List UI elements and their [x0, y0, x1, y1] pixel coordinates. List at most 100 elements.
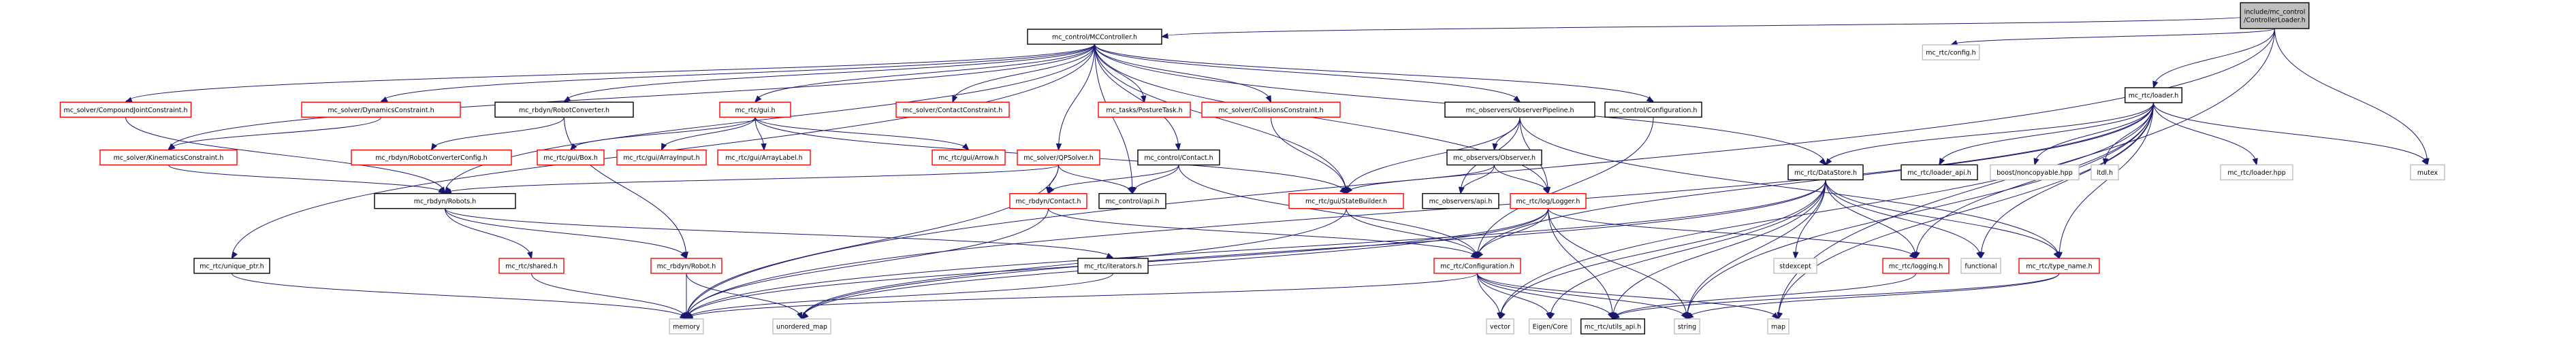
node-label: mc_tasks/PostureTask.h	[1106, 107, 1182, 114]
node-logger[interactable]: mc_rtc/log/Logger.h	[1510, 192, 1587, 209]
node-label: mc_rtc/logging.h	[1889, 262, 1943, 270]
node-label: mc_control/api.h	[1106, 198, 1160, 205]
node-eigencore: Eigen/Core	[1528, 318, 1572, 335]
node-root[interactable]: include/mc_control/ControllerLoader.h	[2240, 2, 2310, 29]
node-collisions[interactable]: mc_solver/CollisionsConstraint.h	[1201, 101, 1341, 118]
edge-line	[1094, 44, 1654, 103]
node-mccontroller[interactable]: mc_control/MCController.h	[1027, 29, 1162, 45]
node-shared[interactable]: mc_rtc/shared.h	[498, 258, 565, 274]
edges-layer	[125, 15, 2430, 320]
arrowhead-icon	[570, 143, 577, 151]
node-box	[616, 149, 707, 166]
edge-datastore-to-logging	[1825, 180, 1918, 260]
edge-mccontroller-to-contactconstraint	[952, 44, 1095, 103]
node-uniqueptr[interactable]: mc_rtc/unique_ptr.h	[193, 258, 270, 274]
arrowhead-icon	[680, 251, 687, 260]
node-iterators[interactable]: mc_rtc/iterators.h	[1077, 258, 1149, 274]
edge-line	[1477, 273, 1501, 320]
node-label: memory	[673, 324, 700, 331]
node-loader_api[interactable]: mc_rtc/loader_api.h	[1901, 164, 1978, 181]
node-box	[1446, 149, 1542, 166]
node-statebuilder[interactable]: mc_rtc/gui/StateBuilder.h	[1288, 192, 1404, 209]
node-arraylabel[interactable]: mc_rtc/gui/ArrayLabel.h	[717, 149, 811, 166]
arrowhead-icon	[2152, 80, 2159, 89]
node-compound[interactable]: mc_solver/CompoundJointConstraint.h	[59, 101, 192, 118]
node-logging[interactable]: mc_rtc/logging.h	[1882, 258, 1950, 274]
edge-line	[1346, 165, 1495, 194]
edge-line	[1548, 208, 1613, 320]
edge-line	[381, 44, 1095, 103]
node-box	[1017, 149, 1100, 166]
node-label: mc_rtc/gui/ArrayInput.h	[623, 154, 699, 162]
edge-line	[1550, 180, 1826, 320]
node-label: mc_rtc/DataStore.h	[1794, 169, 1857, 177]
edge-logger-to-string	[1548, 208, 1689, 320]
edge-line	[1499, 102, 2154, 320]
edge-line	[2153, 102, 2257, 165]
edge-root-to-mutex	[2274, 28, 2430, 166]
edge-line	[1161, 15, 2253, 37]
node-utilsapi[interactable]: mc_rtc/utils_api.h	[1580, 318, 1645, 335]
node-obspipeline[interactable]: mc_observers/ObserverPipeline.h	[1444, 101, 1595, 118]
edge-line	[1477, 273, 1613, 320]
node-contactconstraint[interactable]: mc_solver/ContactConstraint.h	[895, 101, 1010, 118]
node-label: mc_rbdyn/Robots.h	[414, 198, 477, 205]
node-posturetask[interactable]: mc_tasks/PostureTask.h	[1098, 101, 1191, 118]
edge-robotconverter-to-rcconfig	[430, 117, 565, 151]
edge-mccontroller-to-gui	[754, 44, 1095, 103]
arrowhead-icon	[1976, 251, 1982, 260]
edge-line	[2153, 28, 2275, 88]
edge-mccontroller-to-collisions	[1094, 44, 1272, 103]
arrowhead-icon	[1106, 252, 1114, 259]
node-robots[interactable]: mc_rbdyn/Robots.h	[374, 192, 516, 209]
node-arrow[interactable]: mc_rtc/gui/Arrow.h	[932, 149, 1006, 166]
node-box	[1767, 318, 1790, 335]
edge-loader_h-to-map	[1777, 102, 2154, 320]
node-rcconfig[interactable]: mc_rbdyn/RobotConverterConfig.h	[351, 149, 512, 166]
node-box	[1960, 258, 2001, 274]
node-rbcontact[interactable]: mc_rbdyn/Contact.h	[1009, 192, 1087, 209]
node-rtcconfiguration[interactable]: mc_rtc/Configuration.h	[1433, 258, 1521, 274]
node-arrayinput[interactable]: mc_rtc/gui/ArrayInput.h	[616, 149, 707, 166]
node-kinematics[interactable]: mc_solver/KinematicsConstraint.h	[99, 149, 238, 166]
node-label: mc_rtc/Configuration.h	[1440, 262, 1514, 270]
edge-line	[564, 44, 1095, 103]
edge-line	[1048, 165, 1179, 194]
node-ctlapi[interactable]: mc_control/api.h	[1098, 192, 1166, 209]
node-typename[interactable]: mc_rtc/type_name.h	[2018, 258, 2100, 274]
arrowhead-icon	[1175, 143, 1181, 151]
node-loader_h[interactable]: mc_rtc/loader.h	[2125, 87, 2182, 103]
node-robotconverter[interactable]: mc_rbdyn/RobotConverter.h	[494, 101, 634, 118]
edge-loader_h-to-loader_api	[1939, 102, 2154, 166]
node-robot[interactable]: mc_rbdyn/Robot.h	[650, 258, 722, 274]
edge-datastore-to-functional	[1825, 180, 1982, 260]
node-dynamics[interactable]: mc_solver/DynamicsConstraint.h	[301, 101, 461, 118]
edge-robots-to-shared	[445, 208, 533, 260]
node-gui[interactable]: mc_rtc/gui.h	[719, 101, 791, 118]
edge-datastore-to-eigencore	[1549, 180, 1826, 320]
edge-line	[1178, 165, 1478, 258]
node-label: mc_rtc/unique_ptr.h	[200, 262, 264, 270]
edge-rtcconfiguration-to-eigencore	[1477, 273, 1552, 320]
node-observer[interactable]: mc_observers/Observer.h	[1446, 149, 1542, 166]
node-unorderedmap: unordered_map	[772, 318, 831, 335]
node-label: mc_rtc/log/Logger.h	[1516, 198, 1580, 205]
node-qpsolver[interactable]: mc_solver/QPSolver.h	[1017, 149, 1100, 166]
node-label: mc_rbdyn/Robot.h	[657, 262, 716, 270]
node-guibox[interactable]: mc_rtc/gui/Box.h	[537, 149, 605, 166]
node-ctlcontact[interactable]: mc_control/Contact.h	[1137, 149, 1220, 166]
edge-line	[1477, 102, 2154, 258]
arrowhead-icon	[1686, 312, 1694, 320]
node-datastore[interactable]: mc_rtc/DataStore.h	[1787, 164, 1864, 181]
edge-line	[564, 117, 687, 258]
edge-line	[1477, 273, 1687, 320]
edge-observer-to-logger	[1494, 165, 1549, 194]
node-ctlconfiguration[interactable]: mc_control/Configuration.h	[1604, 101, 1702, 118]
edge-ctlcontact-to-ctlapi	[1131, 165, 1179, 194]
edge-line	[1094, 44, 1521, 103]
edge-line	[445, 165, 1059, 194]
node-obsapi[interactable]: mc_observers/api.h	[1422, 192, 1499, 209]
edge-line	[1939, 102, 2154, 165]
edge-line	[1058, 44, 1095, 150]
arrowhead-icon	[430, 143, 438, 151]
